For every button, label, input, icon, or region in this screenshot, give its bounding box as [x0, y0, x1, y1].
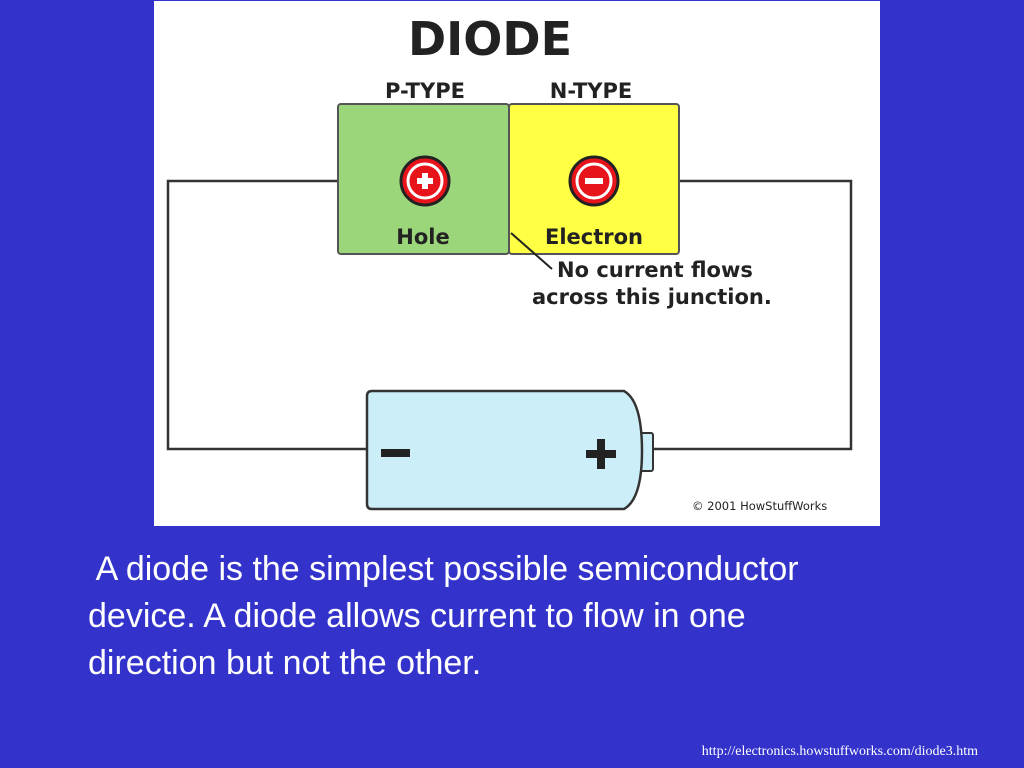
hole-label: Hole [396, 225, 449, 249]
caption-line-2: device. A diode allows current to flow i… [88, 597, 746, 635]
diode-diagram-panel: DIODE P-TYPE N-TYPE Hole Electron [154, 1, 880, 526]
electron-minus-icon [568, 155, 620, 207]
diode-diagram: DIODE P-TYPE N-TYPE Hole Electron [166, 12, 853, 513]
n-type-heading: N-TYPE [550, 79, 632, 103]
circuit-wire [166, 179, 369, 451]
battery [365, 389, 654, 511]
circuit-wire-right [654, 179, 853, 451]
plus-sign-icon [586, 439, 616, 469]
junction-pointer [510, 232, 553, 270]
p-type-heading: P-TYPE [385, 79, 465, 103]
hole-plus-icon [399, 155, 451, 207]
minus-sign-icon [381, 449, 410, 457]
diagram-title: DIODE [408, 12, 572, 66]
source-url: http://electronics.howstuffworks.com/dio… [701, 744, 978, 759]
caption-line-3: direction but not the other. [88, 644, 482, 682]
junction-callout-line-2: across this junction. [532, 285, 772, 309]
slide-caption: A diode is the simplest possible semicon… [88, 546, 968, 687]
electron-label: Electron [545, 225, 643, 249]
battery-body [365, 389, 644, 511]
copyright-notice: © 2001 HowStuffWorks [692, 499, 827, 513]
caption-line-1: A diode is the simplest possible semicon… [88, 550, 799, 588]
junction-callout-line-1: No current flows [557, 258, 753, 282]
